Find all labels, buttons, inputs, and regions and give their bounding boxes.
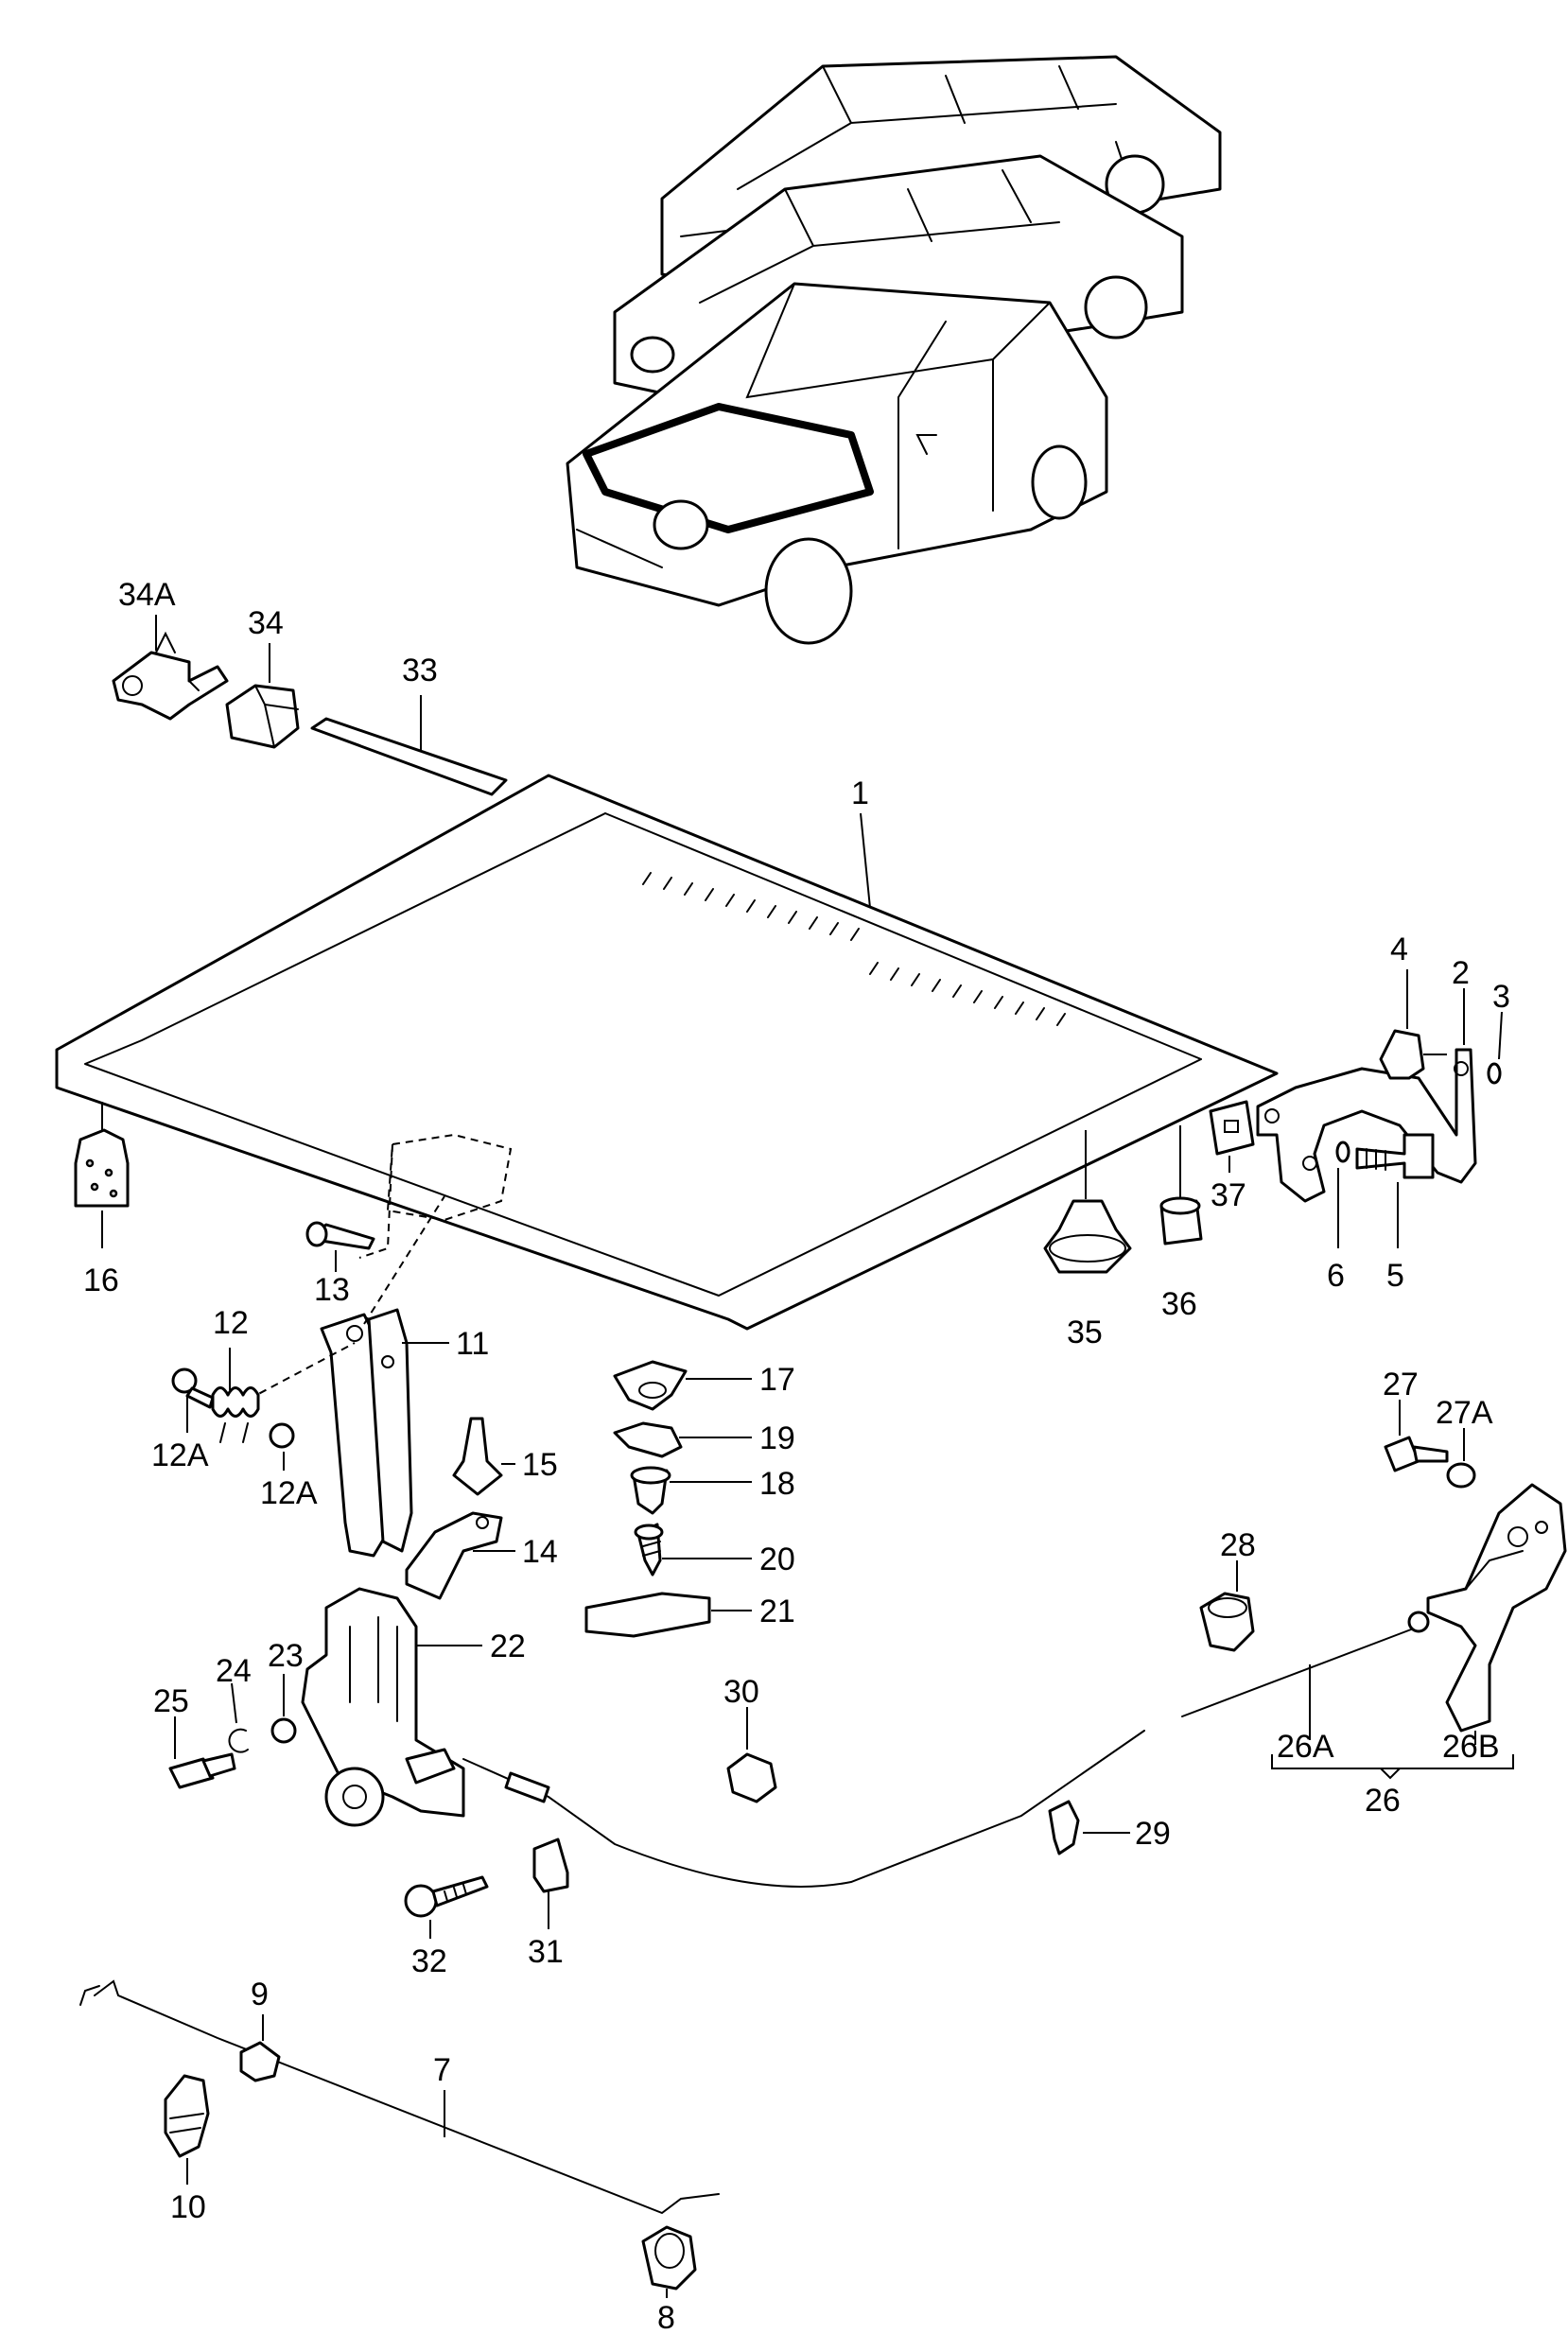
callout-3: 3 [1492, 979, 1510, 1015]
callout-27: 27 [1383, 1367, 1419, 1402]
callout-7: 7 [433, 2052, 451, 2088]
bonnet-panel-icon [55, 774, 1279, 1331]
callout-13: 13 [314, 1272, 350, 1308]
callout-34: 34 [248, 605, 284, 641]
release-lever-icon [1384, 1400, 1567, 1745]
part-13-icon [305, 1221, 375, 1272]
fasteners-icon [584, 1360, 752, 1638]
callout-35: 35 [1067, 1315, 1103, 1350]
hinge-icon [1256, 969, 1503, 1248]
callout-26: 26 [1365, 1783, 1401, 1819]
group-bracket-26 [1271, 1754, 1514, 1780]
callout-12A-right: 12A [260, 1475, 318, 1511]
part-36-icon [1159, 1125, 1203, 1245]
callout-20: 20 [759, 1541, 795, 1577]
part-14-icon [405, 1511, 515, 1600]
part-37-icon [1209, 1100, 1255, 1173]
callout-14: 14 [522, 1534, 558, 1570]
part-16-icon [74, 1102, 130, 1248]
callout-24: 24 [216, 1653, 252, 1689]
callout-22: 22 [490, 1629, 526, 1664]
callout-34A: 34A [118, 577, 176, 613]
callout-33: 33 [402, 653, 438, 688]
callout-2: 2 [1452, 955, 1470, 991]
part-34A-icon [112, 615, 229, 721]
callout-12: 12 [213, 1305, 249, 1341]
callout-15: 15 [522, 1447, 558, 1483]
callout-19: 19 [759, 1420, 795, 1456]
callout-29: 29 [1135, 1816, 1171, 1852]
bonnet-vents-icon [642, 872, 1066, 1026]
callout-8: 8 [657, 2300, 675, 2334]
part-33-icon [310, 695, 508, 796]
part-15-icon [452, 1417, 515, 1496]
part-28-icon [1199, 1560, 1255, 1652]
callout-23: 23 [268, 1638, 304, 1674]
callout-10: 10 [170, 2189, 206, 2225]
callout-30: 30 [723, 1674, 759, 1710]
callout-17: 17 [759, 1362, 795, 1398]
callout-18: 18 [759, 1466, 795, 1502]
callout-27A: 27A [1436, 1395, 1493, 1431]
part-29-icon [1048, 1800, 1130, 1855]
callout-26A: 26A [1277, 1729, 1334, 1765]
callout-16: 16 [83, 1263, 119, 1298]
part-31-icon [532, 1838, 569, 1929]
callout-11: 11 [456, 1326, 489, 1362]
callout-26B: 26B [1442, 1729, 1500, 1765]
callout-9: 9 [251, 1977, 269, 2012]
part-30-icon [726, 1707, 777, 1803]
callout-labels: 34A 34 33 1 4 2 3 37 16 13 35 36 6 5 12 … [83, 577, 1510, 2334]
car-silhouettes-icon [566, 55, 1222, 645]
callout-37: 37 [1211, 1177, 1246, 1213]
callout-12A-left: 12A [151, 1437, 209, 1473]
prop-rod-icon [79, 1979, 720, 2298]
lock-catch-icon [171, 1195, 449, 1558]
car-front-icon [566, 282, 1108, 645]
callout-31: 31 [528, 1934, 564, 1970]
part-34-icon [225, 643, 300, 749]
part-32-icon [404, 1875, 489, 1939]
callout-28: 28 [1220, 1527, 1256, 1563]
callout-5: 5 [1386, 1258, 1404, 1294]
part-35-icon [1043, 1130, 1132, 1274]
callout-1: 1 [851, 775, 869, 811]
callout-36: 36 [1161, 1286, 1197, 1322]
callout-21: 21 [759, 1594, 795, 1629]
callout-4: 4 [1390, 932, 1408, 967]
lock-assembly-icon [168, 1587, 482, 1827]
release-cable-icon [462, 1611, 1430, 1888]
callout-25: 25 [153, 1683, 189, 1719]
callout-32: 32 [411, 1943, 447, 1979]
callout-6: 6 [1327, 1258, 1345, 1294]
